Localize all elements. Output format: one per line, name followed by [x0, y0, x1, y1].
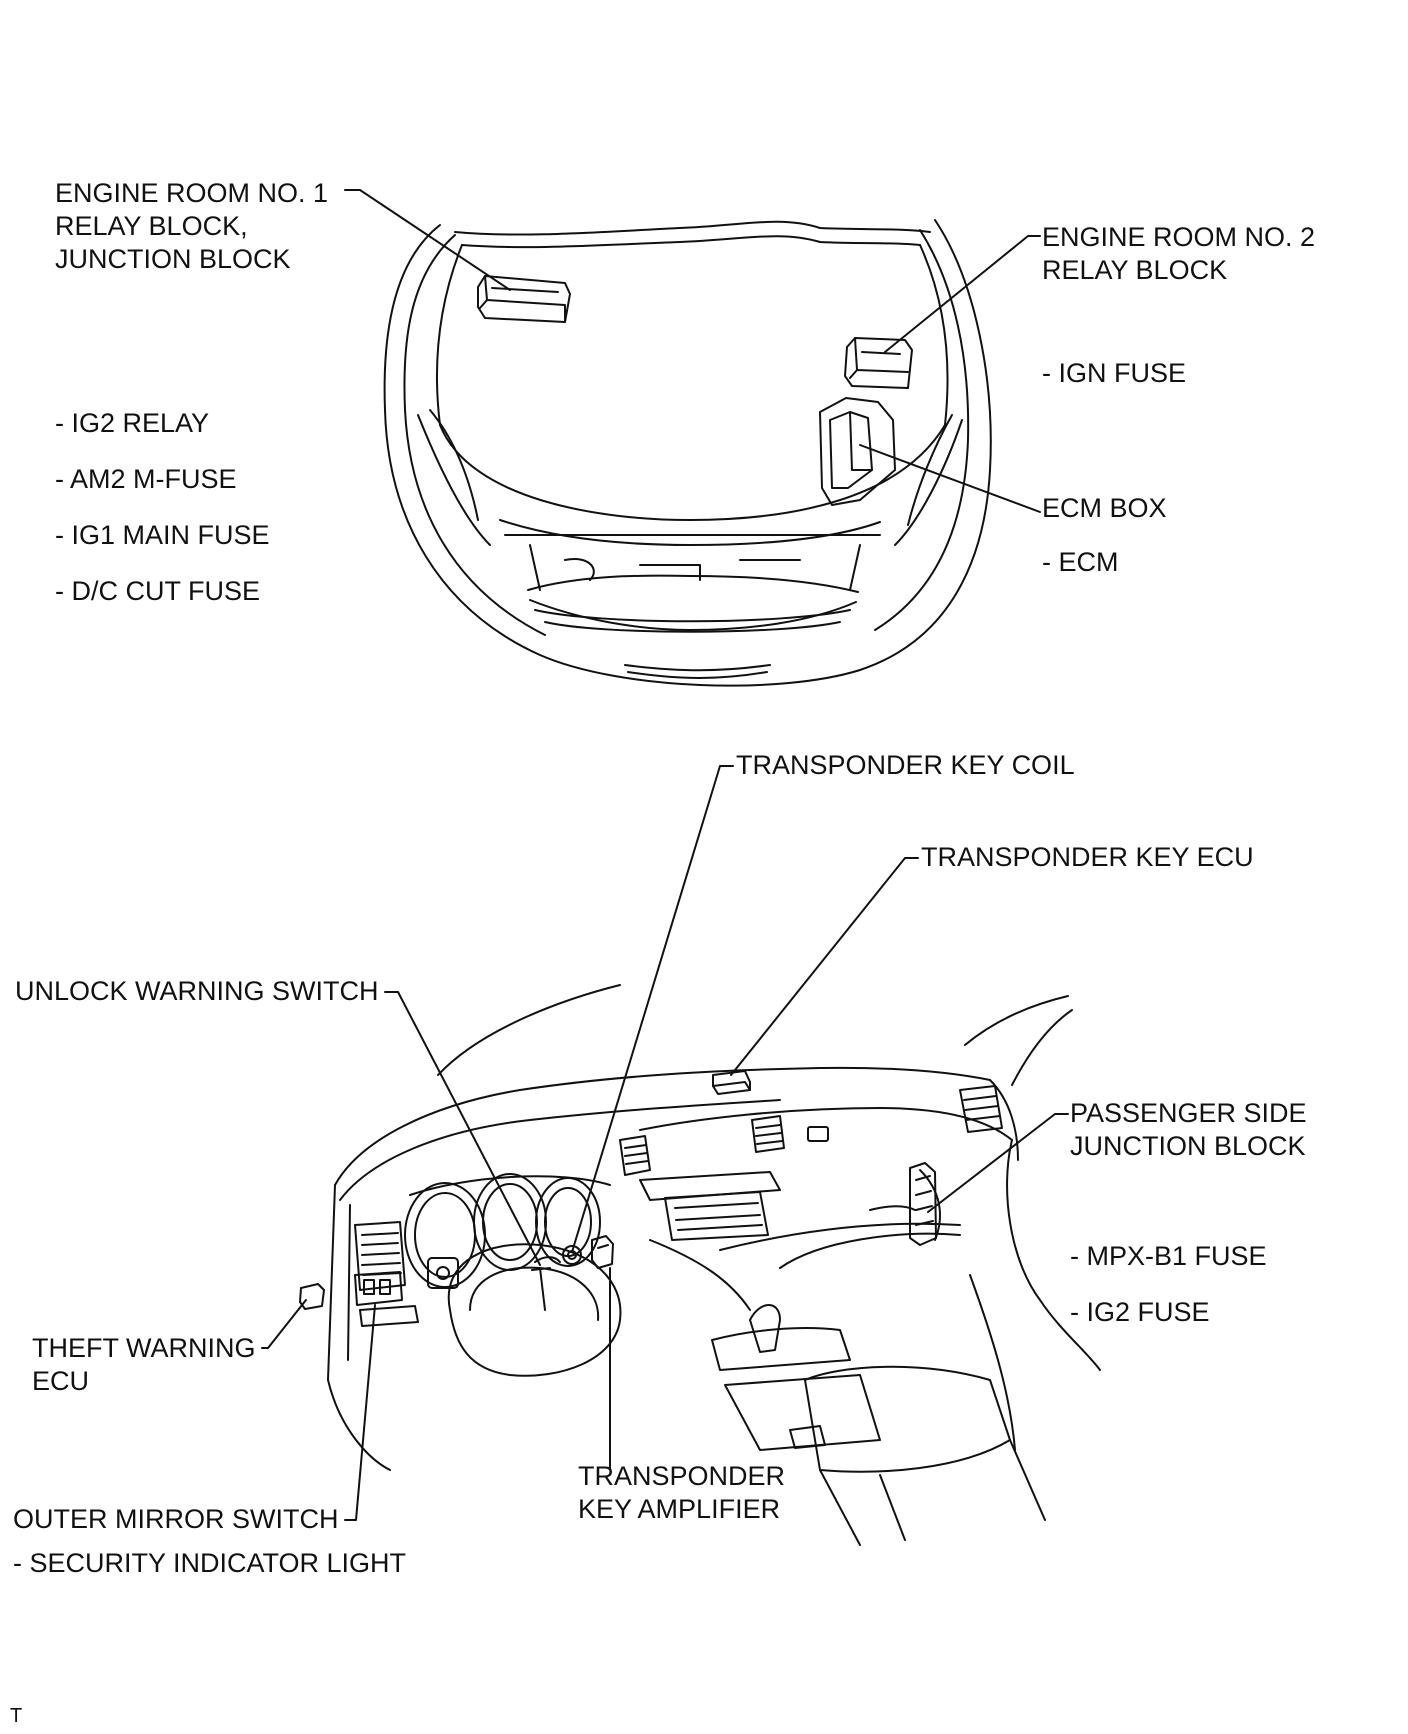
list-item: - IG2 RELAY: [55, 408, 210, 438]
list-item: - AM2 M-FUSE: [55, 464, 237, 494]
ecm-item-list: - ECM: [1042, 546, 1119, 579]
list-item: - SECURITY INDICATOR LIGHT: [13, 1548, 407, 1578]
label-line: KEY AMPLIFIER: [578, 1494, 781, 1524]
engine-room-illustration: [383, 219, 992, 687]
label-line: RELAY BLOCK: [1042, 255, 1228, 285]
label-line: JUNCTION BLOCK: [55, 244, 291, 274]
dashboard-leaders: [261, 765, 1069, 1521]
engine-room-leaders: [344, 189, 1041, 513]
transponder-key-amplifier-label: TRANSPONDER KEY AMPLIFIER: [578, 1460, 785, 1526]
theft-warning-ecu-label: THEFT WARNING ECU: [32, 1332, 256, 1398]
relay2-item-list: - IGN FUSE: [1042, 357, 1186, 390]
passenger-jb-item-list: - MPX-B1 FUSE - IG2 FUSE: [1070, 1240, 1267, 1329]
label-line: PASSENGER SIDE: [1070, 1098, 1307, 1128]
list-item: - IG1 MAIN FUSE: [55, 520, 270, 550]
ecm-box-label: ECM BOX: [1042, 493, 1167, 523]
engine-room-no1-label: ENGINE ROOM NO. 1 RELAY BLOCK, JUNCTION …: [55, 177, 328, 276]
outer-mirror-switch-label: OUTER MIRROR SWITCH: [13, 1504, 339, 1534]
relay1-item-list: - IG2 RELAY - AM2 M-FUSE - IG1 MAIN FUSE…: [55, 407, 270, 608]
footer-mark: T: [10, 1705, 23, 1727]
list-item: - D/C CUT FUSE: [55, 576, 261, 606]
label-line: ECU: [32, 1366, 90, 1396]
list-item: - IGN FUSE: [1042, 358, 1187, 388]
mirror-item-list: - SECURITY INDICATOR LIGHT: [13, 1547, 406, 1580]
engine-room-no2-label: ENGINE ROOM NO. 2 RELAY BLOCK: [1042, 221, 1315, 287]
list-item: - ECM: [1042, 547, 1119, 577]
label-line: JUNCTION BLOCK: [1070, 1131, 1306, 1161]
label-line: RELAY BLOCK,: [55, 211, 248, 241]
dashboard-illustration: [299, 984, 1101, 1546]
label-line: ENGINE ROOM NO. 1: [55, 178, 329, 208]
transponder-key-coil-label: TRANSPONDER KEY COIL: [736, 750, 1075, 780]
label-line: THEFT WARNING: [32, 1333, 256, 1363]
passenger-junction-block-label: PASSENGER SIDE JUNCTION BLOCK: [1070, 1097, 1307, 1163]
label-line: TRANSPONDER: [578, 1461, 786, 1491]
list-item: - MPX-B1 FUSE: [1070, 1241, 1267, 1271]
transponder-key-ecu-label: TRANSPONDER KEY ECU: [921, 842, 1254, 872]
unlock-warning-switch-label: UNLOCK WARNING SWITCH: [15, 976, 379, 1006]
label-line: ENGINE ROOM NO. 2: [1042, 222, 1316, 252]
list-item: - IG2 FUSE: [1070, 1297, 1210, 1327]
